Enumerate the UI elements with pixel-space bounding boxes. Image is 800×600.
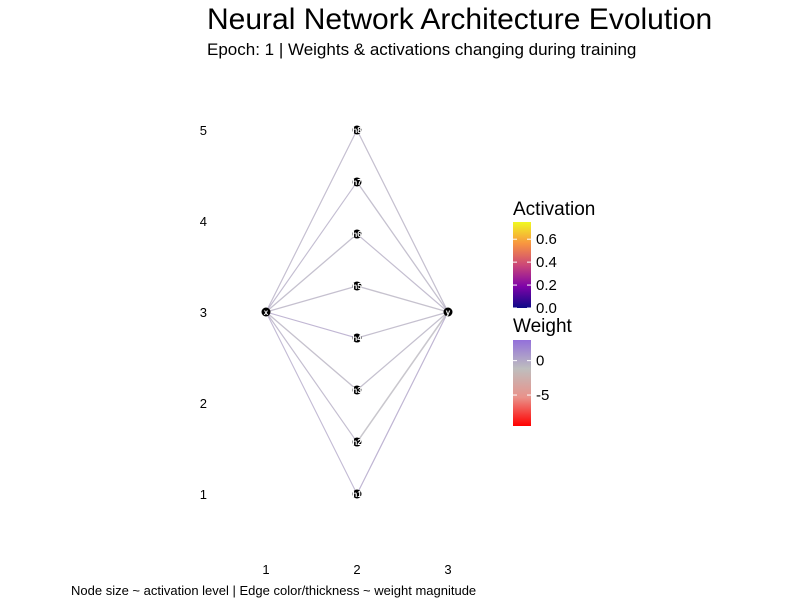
node-x-marker: [261, 307, 271, 317]
node-layer: x h1 h2 h3 h4 h5 h6 h7 h8 y: [261, 125, 453, 499]
node-h2-marker: [352, 437, 362, 447]
node-x: x: [261, 307, 271, 317]
node-y: y: [443, 307, 453, 317]
edge-h1-y: [356, 311, 449, 495]
node-h2-label: h2: [352, 438, 362, 447]
y-tick-2: 2: [200, 396, 207, 411]
node-h7: h7: [352, 177, 362, 187]
edge-h3-y: [356, 311, 449, 391]
weight-legend-tick-label: -5: [536, 387, 549, 404]
node-h3-marker: [352, 385, 362, 395]
node-y-marker: [443, 307, 453, 317]
node-h6-marker: [352, 229, 362, 239]
node-x-label: x: [264, 308, 269, 317]
node-h7-marker: [352, 177, 362, 187]
activation-legend-tick-label: 0.6: [536, 231, 557, 248]
chart-subtitle: Epoch: 1 | Weights & activations changin…: [207, 40, 636, 59]
node-h3: h3: [352, 385, 362, 395]
node-h5-label: h5: [352, 282, 362, 291]
edge-h2-y: [356, 311, 449, 443]
node-h1-label: h1: [352, 490, 362, 499]
activation-colorbar: [513, 222, 531, 308]
node-h4-marker: [352, 333, 362, 343]
weight-colorbar: [513, 340, 531, 426]
node-h1-marker: [352, 489, 362, 499]
weight-legend-title: Weight: [513, 316, 573, 337]
node-h7-label: h7: [352, 178, 362, 187]
node-h5-marker: [352, 281, 362, 291]
activation-legend-ticks: 0.0 0.2 0.4 0.6: [513, 231, 557, 317]
x-tick-3: 3: [444, 562, 451, 577]
edge-x-h6: [265, 233, 358, 313]
node-h4: h4: [352, 333, 362, 343]
edge-x-h3: [265, 311, 358, 391]
node-h3-label: h3: [352, 386, 362, 395]
edge-x-h7: [265, 181, 358, 313]
edge-h7-y: [356, 181, 449, 313]
chart-caption: Node size ~ activation level | Edge colo…: [71, 583, 476, 598]
edge-layer: [265, 129, 449, 495]
edge-h6-y: [356, 233, 449, 313]
node-h4-label: h4: [352, 334, 362, 343]
chart-title: Neural Network Architecture Evolution: [207, 3, 712, 36]
node-h8-marker: [352, 125, 362, 135]
y-tick-5: 5: [200, 123, 207, 138]
edge-x-h8: [265, 129, 358, 313]
edge-h4-y: [356, 311, 449, 339]
edge-x-h5: [265, 285, 358, 313]
activation-legend-tick-label: 0.0: [536, 300, 557, 317]
x-tick-1: 1: [262, 562, 269, 577]
y-tick-3: 3: [200, 305, 207, 320]
edge-x-h2: [265, 311, 358, 443]
activation-legend-tick-label: 0.4: [536, 254, 557, 271]
weight-legend-ticks: 0 -5: [513, 353, 549, 404]
x-tick-2: 2: [353, 562, 360, 577]
y-tick-1: 1: [200, 487, 207, 502]
weight-legend-tick-label: 0: [536, 353, 544, 370]
edge-h5-y: [356, 285, 449, 313]
weight-legend: Weight 0 -5: [513, 316, 573, 426]
edge-h8-y: [356, 129, 449, 313]
node-h6: h6: [352, 229, 362, 239]
edge-x-h1: [265, 311, 358, 495]
activation-legend: Activation 0.0 0.2 0.4 0.6: [513, 199, 595, 317]
node-h2: h2: [352, 437, 362, 447]
node-h5: h5: [352, 281, 362, 291]
node-h8-label: h8: [352, 126, 362, 135]
activation-legend-title: Activation: [513, 199, 595, 220]
x-axis-ticks: 1 2 3: [262, 562, 451, 577]
y-tick-4: 4: [200, 214, 207, 229]
y-axis-ticks: 1 2 3 4 5: [200, 123, 207, 502]
edge-x-h4: [265, 311, 358, 339]
node-y-label: y: [446, 308, 451, 317]
node-h1: h1: [352, 489, 362, 499]
node-h8: h8: [352, 125, 362, 135]
activation-legend-tick-label: 0.2: [536, 277, 557, 294]
node-h6-label: h6: [352, 230, 362, 239]
